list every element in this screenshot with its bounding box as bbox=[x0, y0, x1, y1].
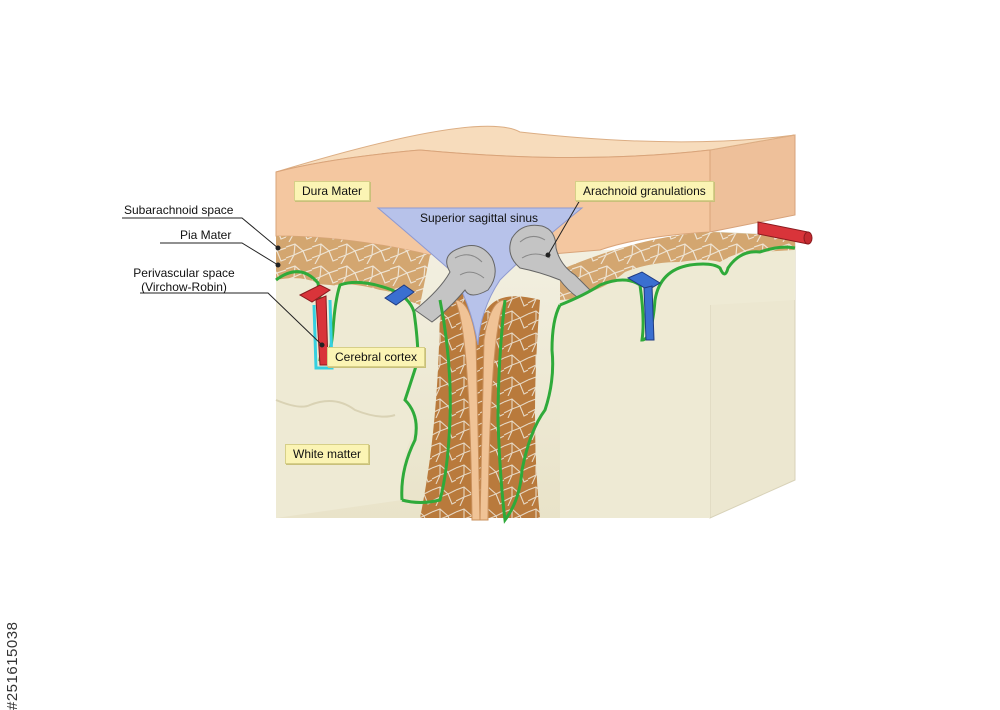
pia-mater-right bbox=[559, 245, 796, 342]
cerebral-cortex-left bbox=[276, 278, 419, 518]
stock-id-text: #251615038 bbox=[4, 621, 21, 710]
pia-mater-falx-right bbox=[496, 299, 562, 524]
label-superior-sagittal-sinus: Superior sagittal sinus bbox=[420, 211, 539, 225]
label-perivascular-space-line1: Perivascular space bbox=[133, 266, 235, 280]
label-pia-mater: Pia Mater bbox=[180, 228, 232, 242]
label-perivascular-space: Perivascular space (Virchow-Robin) bbox=[128, 266, 240, 294]
vein-right bbox=[626, 271, 661, 341]
label-dura-mater: Dura Mater bbox=[294, 181, 371, 201]
cerebral-cortex-right bbox=[560, 250, 795, 518]
label-subarachnoid-space: Subarachnoid space bbox=[124, 203, 234, 217]
cortex-fold-left-lower bbox=[275, 399, 396, 418]
label-white-matter: White matter bbox=[285, 444, 370, 464]
perivascular-space bbox=[312, 299, 334, 370]
vein-left bbox=[384, 284, 415, 306]
artery-right bbox=[757, 221, 813, 245]
block-side-dura bbox=[709, 134, 796, 233]
falx-dura bbox=[454, 299, 506, 521]
stock-id: #251615038 bbox=[2, 470, 24, 710]
arachnoid-granulation-left bbox=[414, 245, 496, 323]
subarachnoid-space-left bbox=[276, 236, 430, 305]
label-arachnoid-granulations: Arachnoid granulations bbox=[575, 181, 714, 201]
pia-mater-falx-left bbox=[401, 299, 452, 504]
label-perivascular-space-line2: (Virchow-Robin) bbox=[141, 280, 227, 294]
leader-lines bbox=[122, 199, 581, 348]
label-cerebral-cortex: Cerebral cortex bbox=[327, 347, 426, 367]
